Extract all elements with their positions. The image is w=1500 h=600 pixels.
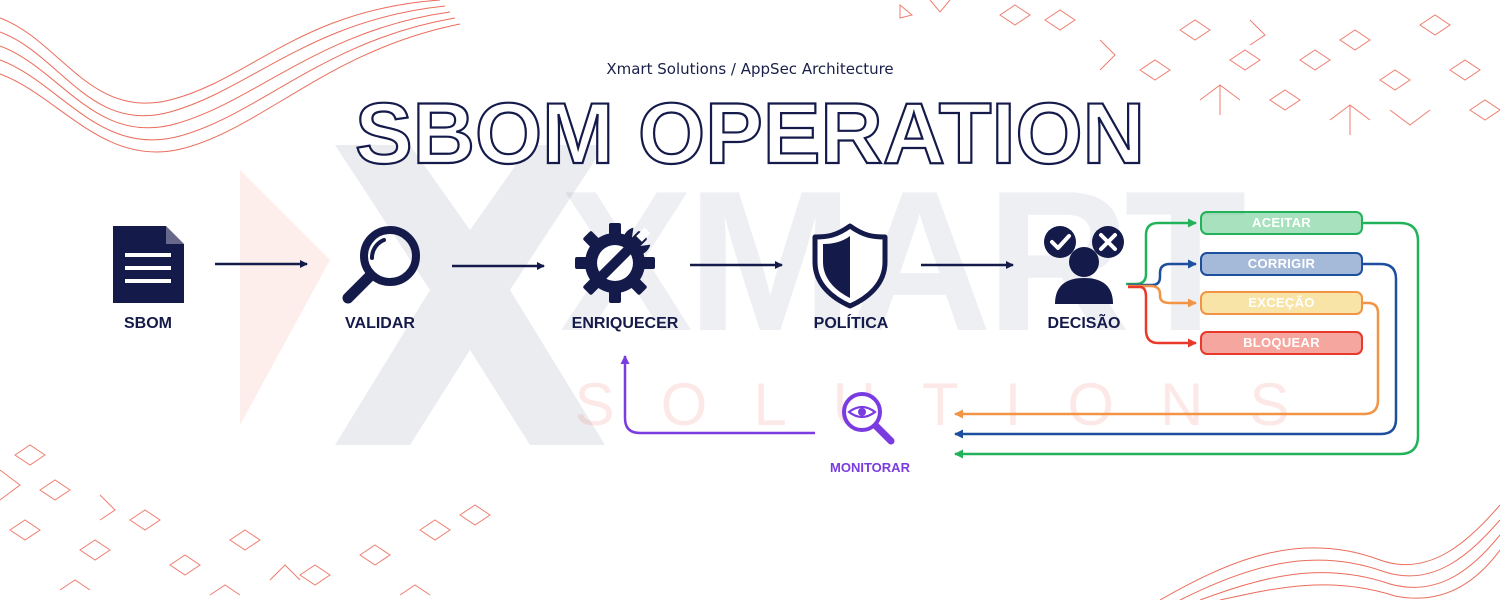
flow-arrows <box>215 260 1014 270</box>
watermark-logo: XMART SOLUTIONS <box>240 145 1336 445</box>
loop-monitor-to-enriquecer <box>620 355 815 435</box>
node-label-decisao: DECISÃO <box>1047 315 1121 332</box>
node-label-monitorar: MONITORAR <box>830 460 910 475</box>
decor-geometric-top-right <box>899 0 1500 135</box>
loop-corrigir <box>954 262 1398 439</box>
loop-aceitar <box>954 221 1420 459</box>
branch-corrigir <box>1128 259 1197 287</box>
watermark-triangle <box>240 170 330 425</box>
shield-icon <box>812 223 888 309</box>
watermark-sub-text: SOLUTIONS <box>575 371 1336 438</box>
node-label-enriquecer: ENRIQUECER <box>571 315 679 332</box>
outcome-pill-corrigir: CORRIGIR <box>1200 252 1363 276</box>
outcome-pill-aceitar: ACEITAR <box>1200 211 1363 235</box>
outcome-pill-excecao: EXCEÇÃO <box>1200 291 1363 315</box>
gear-wrench-icon <box>575 223 655 303</box>
branch-bloquear <box>1128 285 1197 348</box>
branch-connectors <box>1126 218 1197 348</box>
eye-magnifier-icon <box>842 392 895 445</box>
node-label-validar: VALIDAR <box>345 315 415 332</box>
branch-excecao <box>1128 284 1197 308</box>
document-icon <box>113 226 184 303</box>
loop-excecao <box>954 301 1380 419</box>
watermark-x-shape <box>335 145 605 445</box>
feedback-loops <box>620 221 1420 459</box>
page-title: SBOM OPERATION <box>355 86 1145 182</box>
watermark-main-text: XMART <box>559 150 1245 373</box>
node-label-politica: POLÍTICA <box>813 315 889 332</box>
magnifier-icon <box>342 226 420 304</box>
decor-waves-bottom-right <box>1159 504 1500 600</box>
outcome-pill-bloquear: BLOQUEAR <box>1200 331 1363 355</box>
page-subtitle: Xmart Solutions / AppSec Architecture <box>606 60 894 78</box>
decision-person-icon <box>1044 226 1124 304</box>
branch-aceitar <box>1126 218 1197 286</box>
decor-geometric-bottom-left <box>0 444 491 596</box>
decor-waves-top-left <box>0 0 461 153</box>
node-label-sbom: SBOM <box>124 315 172 332</box>
